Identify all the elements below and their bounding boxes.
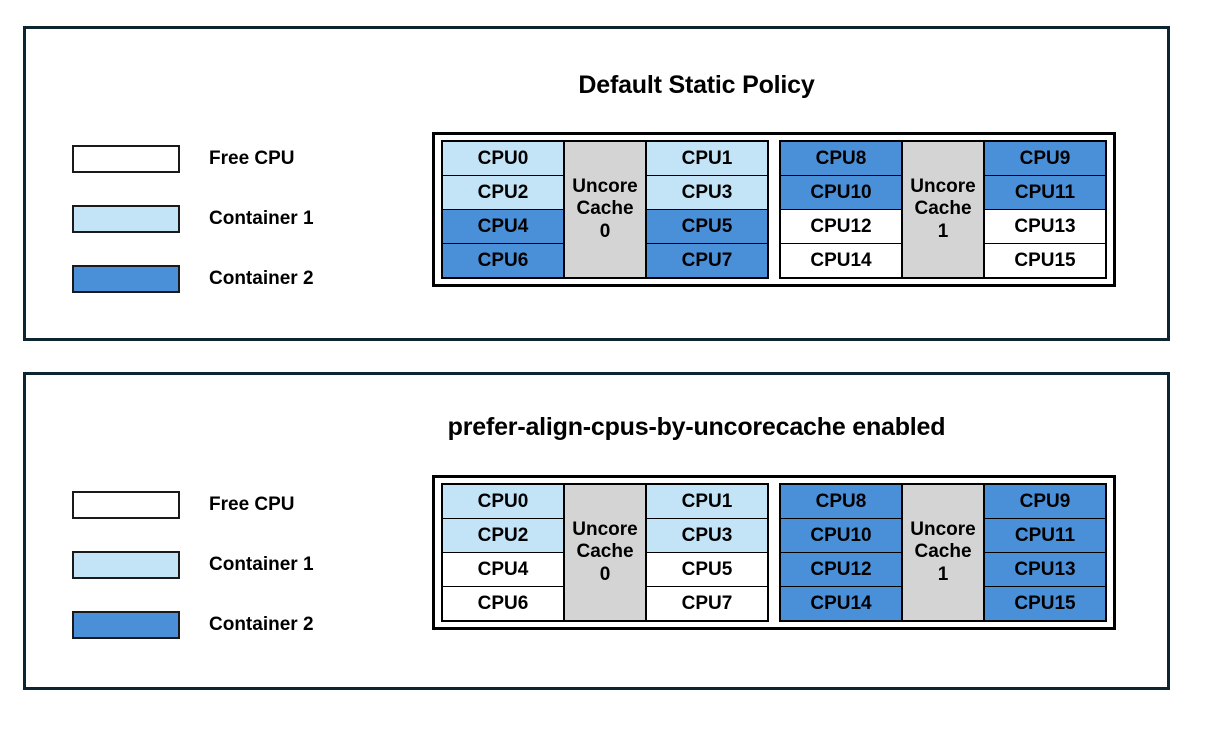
cpu-cell: CPU2 (443, 519, 563, 553)
cpu-cell: CPU13 (985, 210, 1105, 244)
legend-swatch-container-2 (72, 611, 180, 639)
uncore-cache-block: Uncore Cache 0 (563, 485, 647, 620)
legend-item-container-1: Container 1 (72, 535, 314, 595)
uncore-cache-block: Uncore Cache 1 (901, 485, 985, 620)
cpu-cell: CPU9 (985, 142, 1105, 176)
cpu-column-left: CPU0 CPU2 CPU4 CPU6 (443, 485, 563, 620)
cpu-cell: CPU8 (781, 485, 901, 519)
uncore-index: 0 (599, 563, 611, 585)
uncore-label-line-1: Uncore (910, 518, 976, 540)
legend-swatch-container-1 (72, 551, 180, 579)
cpu-cell: CPU6 (443, 587, 563, 620)
cpu-cell: CPU11 (985, 519, 1105, 553)
cpu-topology-diagram: CPU0 CPU2 CPU4 CPU6 Uncore Cache 0 CPU1 … (432, 475, 1116, 630)
uncore-index: 1 (937, 563, 949, 585)
cpu-cell: CPU14 (781, 587, 901, 620)
legend-swatch-container-1 (72, 205, 180, 233)
uncore-index: 0 (599, 220, 611, 242)
cpu-cell: CPU7 (647, 244, 767, 277)
legend: Free CPU Container 1 Container 2 (72, 129, 314, 309)
cpu-cell: CPU5 (647, 553, 767, 587)
cache-group-1: CPU8 CPU10 CPU12 CPU14 Uncore Cache 1 CP… (779, 140, 1107, 279)
legend-label-container-1: Container 1 (209, 554, 314, 575)
cpu-cell: CPU10 (781, 519, 901, 553)
uncore-cache-block: Uncore Cache 0 (563, 142, 647, 277)
uncore-label-line-1: Uncore (572, 175, 638, 197)
legend-item-container-2: Container 2 (72, 595, 314, 655)
cpu-column-right: CPU9 CPU11 CPU13 CPU15 (985, 485, 1105, 620)
uncore-cache-block: Uncore Cache 1 (901, 142, 985, 277)
legend-label-free-cpu: Free CPU (209, 494, 295, 515)
cpu-cell: CPU2 (443, 176, 563, 210)
legend-swatch-container-2 (72, 265, 180, 293)
page-title: prefer-align-cpus-by-uncorecache enabled (447, 413, 946, 441)
cpu-cell: CPU9 (985, 485, 1105, 519)
cache-group-1: CPU8 CPU10 CPU12 CPU14 Uncore Cache 1 CP… (779, 483, 1107, 622)
cpu-column-right: CPU9 CPU11 CPU13 CPU15 (985, 142, 1105, 277)
legend-label-free-cpu: Free CPU (209, 148, 295, 169)
cpu-topology-diagram: CPU0 CPU2 CPU4 CPU6 Uncore Cache 0 CPU1 … (432, 132, 1116, 287)
cpu-cell: CPU3 (647, 519, 767, 553)
cpu-cell: CPU15 (985, 244, 1105, 277)
cpu-cell: CPU11 (985, 176, 1105, 210)
cpu-cell: CPU4 (443, 210, 563, 244)
cpu-cell: CPU1 (647, 142, 767, 176)
legend-swatch-free-cpu (72, 491, 180, 519)
cache-group-0: CPU0 CPU2 CPU4 CPU6 Uncore Cache 0 CPU1 … (441, 140, 769, 279)
cpu-column-left: CPU8 CPU10 CPU12 CPU14 (781, 142, 901, 277)
panel-prefer-align-cpus-by-uncorecache: prefer-align-cpus-by-uncorecache enabled… (23, 372, 1170, 690)
cpu-cell: CPU0 (443, 142, 563, 176)
legend-swatch-free-cpu (72, 145, 180, 173)
legend-item-free-cpu: Free CPU (72, 475, 314, 535)
cpu-cell: CPU15 (985, 587, 1105, 620)
uncore-label-line-2: Cache (914, 541, 972, 563)
cpu-cell: CPU5 (647, 210, 767, 244)
cpu-column-right: CPU1 CPU3 CPU5 CPU7 (647, 485, 767, 620)
uncore-label-line-2: Cache (914, 198, 972, 220)
cache-group-0: CPU0 CPU2 CPU4 CPU6 Uncore Cache 0 CPU1 … (441, 483, 769, 622)
cpu-column-left: CPU0 CPU2 CPU4 CPU6 (443, 142, 563, 277)
uncore-label-line-1: Uncore (572, 518, 638, 540)
cpu-cell: CPU14 (781, 244, 901, 277)
legend-item-free-cpu: Free CPU (72, 129, 314, 189)
legend: Free CPU Container 1 Container 2 (72, 475, 314, 655)
legend-item-container-2: Container 2 (72, 249, 314, 309)
cpu-cell: CPU0 (443, 485, 563, 519)
panel-default-static-policy: Default Static Policy Free CPU Container… (23, 26, 1170, 341)
cpu-cell: CPU12 (781, 553, 901, 587)
uncore-index: 1 (937, 220, 949, 242)
cpu-cell: CPU10 (781, 176, 901, 210)
cpu-cell: CPU8 (781, 142, 901, 176)
cpu-column-right: CPU1 CPU3 CPU5 CPU7 (647, 142, 767, 277)
legend-label-container-2: Container 2 (209, 614, 314, 635)
cpu-cell: CPU1 (647, 485, 767, 519)
legend-label-container-1: Container 1 (209, 208, 314, 229)
legend-item-container-1: Container 1 (72, 189, 314, 249)
uncore-label-line-2: Cache (576, 198, 634, 220)
cpu-cell: CPU7 (647, 587, 767, 620)
cpu-cell: CPU3 (647, 176, 767, 210)
uncore-label-line-2: Cache (576, 541, 634, 563)
cpu-cell: CPU6 (443, 244, 563, 277)
cpu-cell: CPU13 (985, 553, 1105, 587)
uncore-label-line-1: Uncore (910, 175, 976, 197)
cpu-column-left: CPU8 CPU10 CPU12 CPU14 (781, 485, 901, 620)
cpu-cell: CPU4 (443, 553, 563, 587)
cpu-cell: CPU12 (781, 210, 901, 244)
legend-label-container-2: Container 2 (209, 268, 314, 289)
page-title: Default Static Policy (578, 71, 815, 99)
